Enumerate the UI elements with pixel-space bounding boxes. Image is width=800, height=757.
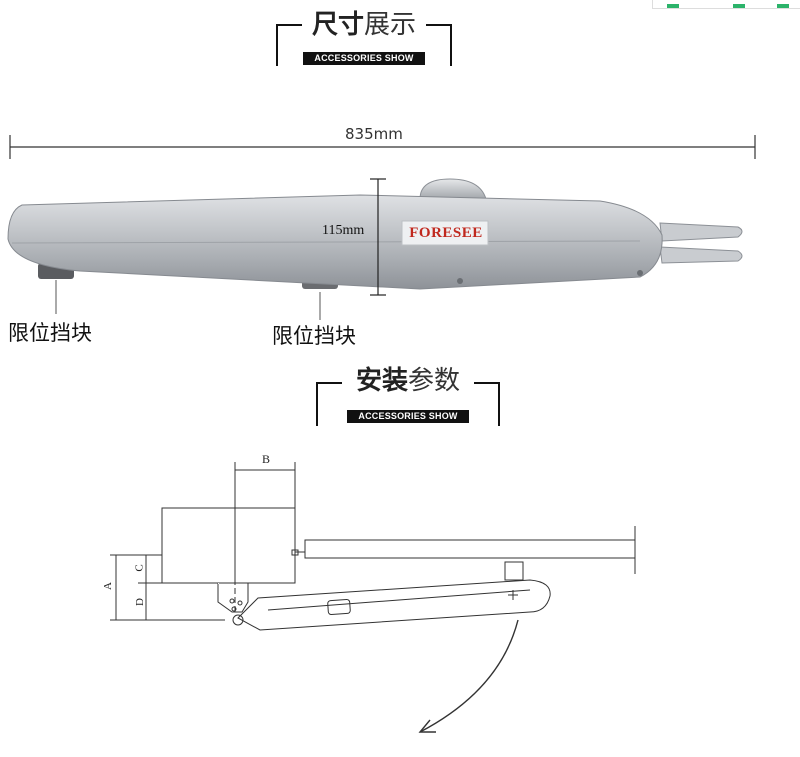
length-label: 835mm [345, 125, 403, 143]
section-title: 安装参数 [342, 366, 474, 396]
dimension-label-a: A [101, 582, 114, 590]
stop-block-label-right: 限位挡块 [272, 324, 356, 348]
brand-logo: FORESEE [409, 225, 483, 241]
section-heading-dimensions: 尺寸展示 ACCESSORIES SHOW [276, 10, 452, 66]
dimension-label-d: D [133, 598, 146, 606]
length-dimension-line [9, 135, 756, 159]
stop-block-label-left: 限位挡块 [8, 321, 92, 345]
title-bold: 尺寸 [311, 10, 364, 40]
section-title: 尺寸展示 [302, 10, 426, 40]
top-right-fragment [652, 0, 800, 9]
title-light: 展示 [364, 10, 417, 40]
title-bold: 安装 [355, 366, 408, 396]
title-light: 参数 [408, 366, 461, 396]
dimension-label-c: C [133, 564, 146, 572]
section-subtitle: ACCESSORIES SHOW [303, 52, 425, 65]
dimension-label-b: B [262, 452, 271, 466]
height-label: 115mm [322, 223, 365, 238]
section-subtitle: ACCESSORIES SHOW [347, 410, 469, 423]
stop-block-pointers [55, 280, 321, 320]
section-heading-installation: 安装参数 ACCESSORIES SHOW [316, 366, 500, 426]
gate-operator-product-image [7, 178, 743, 296]
installation-diagram [110, 462, 636, 733]
